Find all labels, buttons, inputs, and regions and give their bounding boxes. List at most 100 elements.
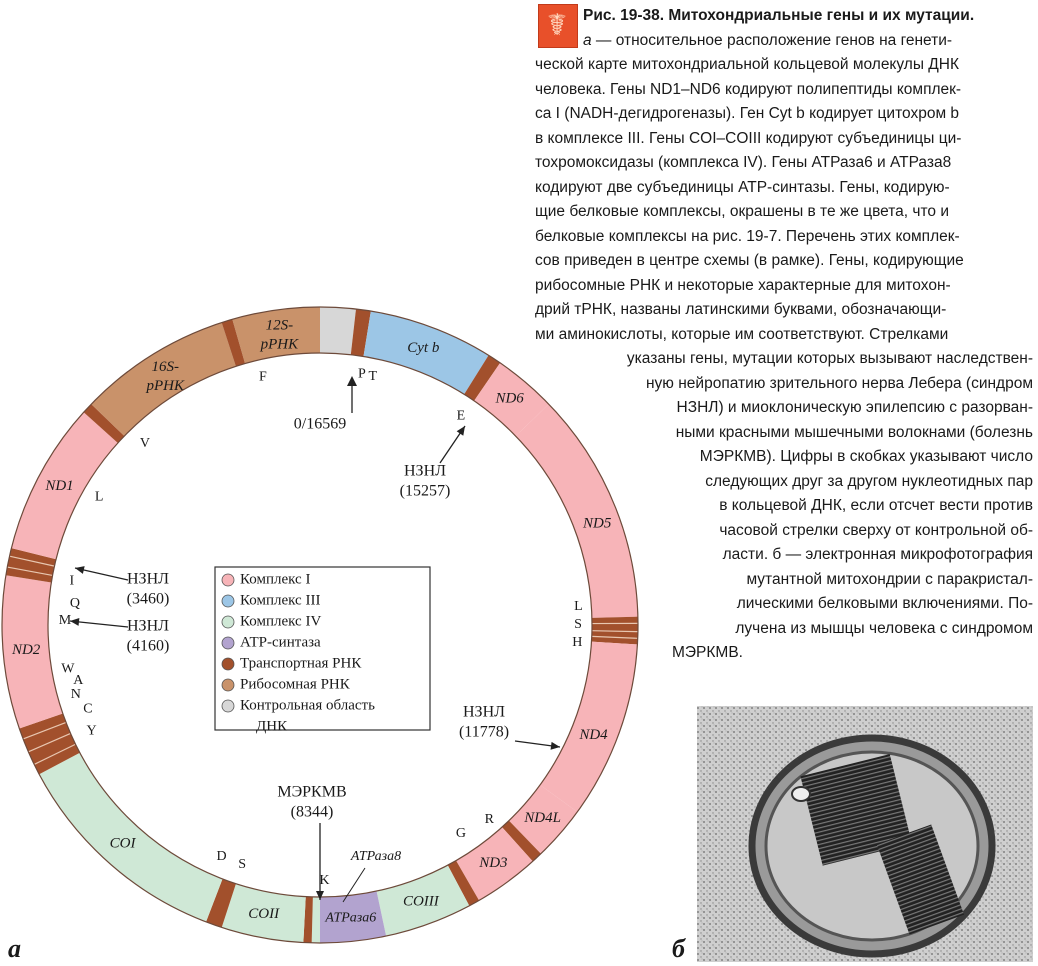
- trna-letter-y: Y: [87, 724, 97, 739]
- caption-line: МЭРКМВ). Цифры в скобках указывают число: [699, 448, 1033, 465]
- panel-label-b: б: [672, 934, 685, 963]
- legend-swatch: [221, 657, 235, 671]
- legend-label: ДНК: [256, 718, 288, 734]
- gene-label-nd2: ND2: [11, 642, 41, 658]
- caption-line: Рис. 19-38. Митохондриальные гены и их м…: [535, 4, 1033, 29]
- gene-coii: [221, 883, 306, 943]
- caption-line: а — относительное расположение генов на …: [583, 31, 953, 49]
- ring-outer-edge: [1, 306, 639, 944]
- atpase8-label: АТРаза8: [350, 849, 401, 864]
- caption-line: са I (NADH-дегидрогеназы). Ген Cyt b код…: [535, 105, 960, 122]
- mutation-11778-arrow-head: [550, 741, 560, 750]
- caption-line: щие белковые комплексы, окрашены в те же…: [535, 203, 949, 220]
- trna-separator: [7, 566, 53, 577]
- gene-nd5: [515, 404, 638, 618]
- gene-label-16s-rrna: 16S-: [152, 359, 180, 375]
- gene-nd1: [11, 412, 118, 560]
- trna-letter-c: C: [83, 702, 92, 717]
- legend-label: АТР-синтаза: [240, 634, 321, 650]
- trna-letter-e: E: [457, 408, 466, 423]
- trna-letter-w: W: [61, 662, 75, 677]
- legend-swatch: [221, 699, 235, 713]
- trna-letter-r: R: [485, 812, 495, 827]
- trna-letter-q: Q: [70, 596, 80, 611]
- mutation-15257-pos: (15257): [400, 483, 451, 500]
- trna-band: [447, 860, 479, 906]
- caption-line: в комплексе III. Гены COI–COIII кодируют…: [535, 129, 962, 147]
- mutation-3460-arrow-head: [75, 566, 85, 574]
- gene-cyt-b: [363, 311, 489, 395]
- gene-label-cyt-b: Cyt b: [407, 340, 440, 356]
- caption-line: рибосомные РНК и некоторые характерные д…: [535, 276, 951, 294]
- gene-nd4: [540, 641, 638, 812]
- legend-label: Комплекс IV: [240, 613, 321, 629]
- caption-line: тохромоксидазы (комплекса IV). Гены АТРа…: [535, 154, 952, 171]
- trna-band: [303, 896, 313, 943]
- mutation-11778-name: НЗНЛ: [463, 704, 505, 721]
- trna-letter-s: S: [238, 857, 246, 872]
- gene-16s-rrna: [91, 322, 236, 437]
- gene-label-16s-rrna-sub: рРНК: [146, 378, 185, 394]
- gene-label-coiii: COIII: [403, 894, 440, 910]
- trna-letter-l: L: [95, 490, 104, 505]
- caption-line: сов приведен в центре схемы (в рамке). Г…: [535, 252, 964, 269]
- mutation-15257-name: НЗНЛ: [404, 463, 446, 480]
- gene-atpase8: [311, 896, 320, 944]
- trna-band: [221, 319, 246, 367]
- gene-nd2: [1, 575, 63, 729]
- gene-nd4l: [508, 784, 578, 854]
- mutation-3460-pos: (3460): [127, 591, 170, 608]
- gene-label-nd5: ND5: [582, 516, 612, 532]
- legend-swatch: [221, 594, 235, 608]
- gene-nd3: [456, 827, 533, 901]
- legend-swatch: [221, 573, 235, 587]
- caption-line: лическими белковыми включениями. По-: [736, 595, 1033, 612]
- trna-separator: [33, 743, 76, 765]
- mutation-8344-name: МЭРКМВ: [277, 784, 346, 801]
- trna-letter-n: N: [71, 687, 81, 702]
- caption-line: ласти. б — электронная микрофотография: [722, 546, 1033, 563]
- caption-line: ную нейропатию зрительного нерва Лебера …: [646, 374, 1033, 392]
- trna-band: [206, 878, 236, 928]
- gene-label-atpase6: ATPаза6: [324, 911, 376, 926]
- gene-label-nd3: ND3: [478, 855, 507, 871]
- trna-letter-d: D: [216, 849, 226, 864]
- caption-logo-icon: ☤: [538, 4, 578, 48]
- mutation-3460-name: НЗНЛ: [127, 571, 169, 588]
- gene-atpase6: [320, 891, 387, 943]
- legend-label: Комплекс III: [240, 592, 320, 608]
- legend-label: Рибосомная РНК: [240, 676, 351, 692]
- mutation-3460-arrow: [74, 567, 129, 581]
- trna-letter-p: P: [358, 367, 366, 382]
- gene-12s-rrna: [232, 307, 320, 364]
- trna-letter-t: T: [369, 369, 378, 384]
- gene-label-coi: COI: [110, 836, 137, 852]
- mutation-4160-pos: (4160): [127, 638, 170, 655]
- caption-line: НЗНЛ) и миоклоническую эпилепсию с разор…: [676, 399, 1033, 416]
- mutation-4160-name: НЗНЛ: [127, 618, 169, 635]
- trna-letter-h: H: [572, 635, 582, 650]
- caption-line: указаны гены, мутации которых вызывают н…: [626, 350, 1033, 367]
- trna-separator: [591, 635, 638, 639]
- mutation-8344-pos: (8344): [291, 804, 334, 821]
- electron-micrograph: [697, 706, 1033, 962]
- caption-line: дрий тРНК, названы латинскими буквами, о…: [535, 301, 947, 318]
- trna-band: [83, 404, 125, 443]
- gene-coiii: [376, 865, 470, 937]
- caption-line: человека. Гены ND1–ND6 кодируют полипепт…: [535, 80, 962, 98]
- trna-band: [19, 713, 80, 775]
- legend-swatch: [221, 678, 235, 692]
- gene-label-coii: COII: [248, 906, 280, 922]
- gene-nd6: [474, 362, 549, 437]
- gene-label-12s-rrna: 12S-: [266, 317, 294, 333]
- trna-letter-f: F: [259, 370, 267, 385]
- gene-label-nd4l: ND4L: [523, 810, 561, 826]
- caption-line: ми аминокислоты, которые им соответствую…: [535, 325, 949, 343]
- trna-letter-a: A: [73, 673, 84, 688]
- legend-label: Контрольная область: [240, 697, 375, 713]
- paracrystalline-inclusion: [876, 824, 965, 935]
- legend-label: Транспортная РНК: [240, 655, 362, 671]
- gene-label-nd1: ND1: [44, 478, 73, 494]
- trna-letter-s: S: [574, 617, 582, 632]
- panel-label-a: а: [8, 934, 21, 963]
